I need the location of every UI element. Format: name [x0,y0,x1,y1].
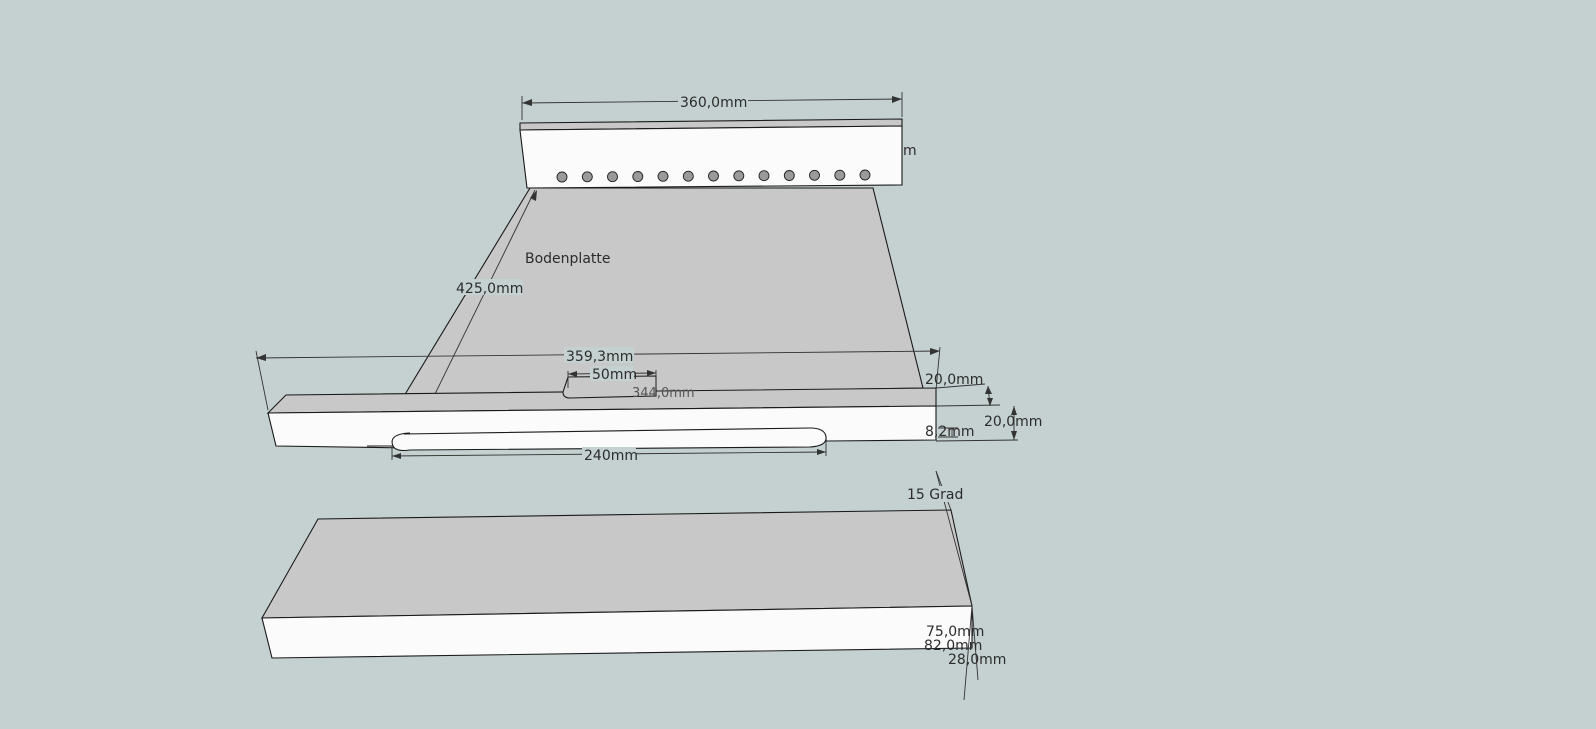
dim-front-height: 20,0mm [935,406,1042,442]
dim-front-thickness-label: 20,0mm [925,372,983,388]
hole [632,171,644,182]
wedge-board-top-face [261,509,973,619]
dim-wedge-2: 82,0mm [924,638,982,654]
dim-front-height-label: 20,0mm [984,414,1042,430]
dim-slot-width: 50mm [567,366,657,388]
hole [758,170,770,182]
dim-back-height-partial: m [903,143,917,159]
hole [783,170,795,181]
dim-slot-width-label: 50mm [592,367,637,383]
dim-inner-partial: 344,0mm [632,386,695,401]
hole [581,171,593,183]
hole [682,170,694,182]
wedge-board[interactable] [261,509,973,659]
dim-base-depth: 425,0mm [434,189,537,395]
dim-base-depth-label: 425,0mm [456,281,523,297]
hole [809,169,820,181]
dim-groove-depth-label: 8,2mm [925,424,975,440]
hole [708,170,719,182]
front-board[interactable] [266,375,937,452]
dim-front-thickness: 20,0mm [925,372,1001,407]
hole [657,170,669,182]
back-panel[interactable] [519,118,903,189]
dim-back-width-label: 360,0mm [680,95,747,111]
dim-wedge-3: 28,0mm [948,652,1006,668]
hole [733,170,745,182]
hole [607,171,618,183]
dim-angle: 15 Grad [905,470,979,701]
finger-groove [391,427,827,452]
wedge-board-front-face [261,605,973,659]
hole [556,171,568,183]
dim-groove-length: 240mm [391,441,827,464]
hole [834,169,846,181]
dim-wedge-1: 75,0mm [926,624,984,640]
dim-groove-length-label: 240mm [584,448,638,464]
dim-groove-depth: 8,2mm [925,424,975,440]
base-plate-label: Bodenplatte [525,251,611,267]
dim-back-width: 360,0mm [521,92,903,120]
top-slot [562,375,657,399]
hole [859,169,871,181]
dim-front-width: 359,3mm [255,346,941,411]
hole-row [556,169,871,183]
dim-front-width-label: 359,3mm [566,349,633,365]
dim-angle-label: 15 Grad [907,487,963,503]
